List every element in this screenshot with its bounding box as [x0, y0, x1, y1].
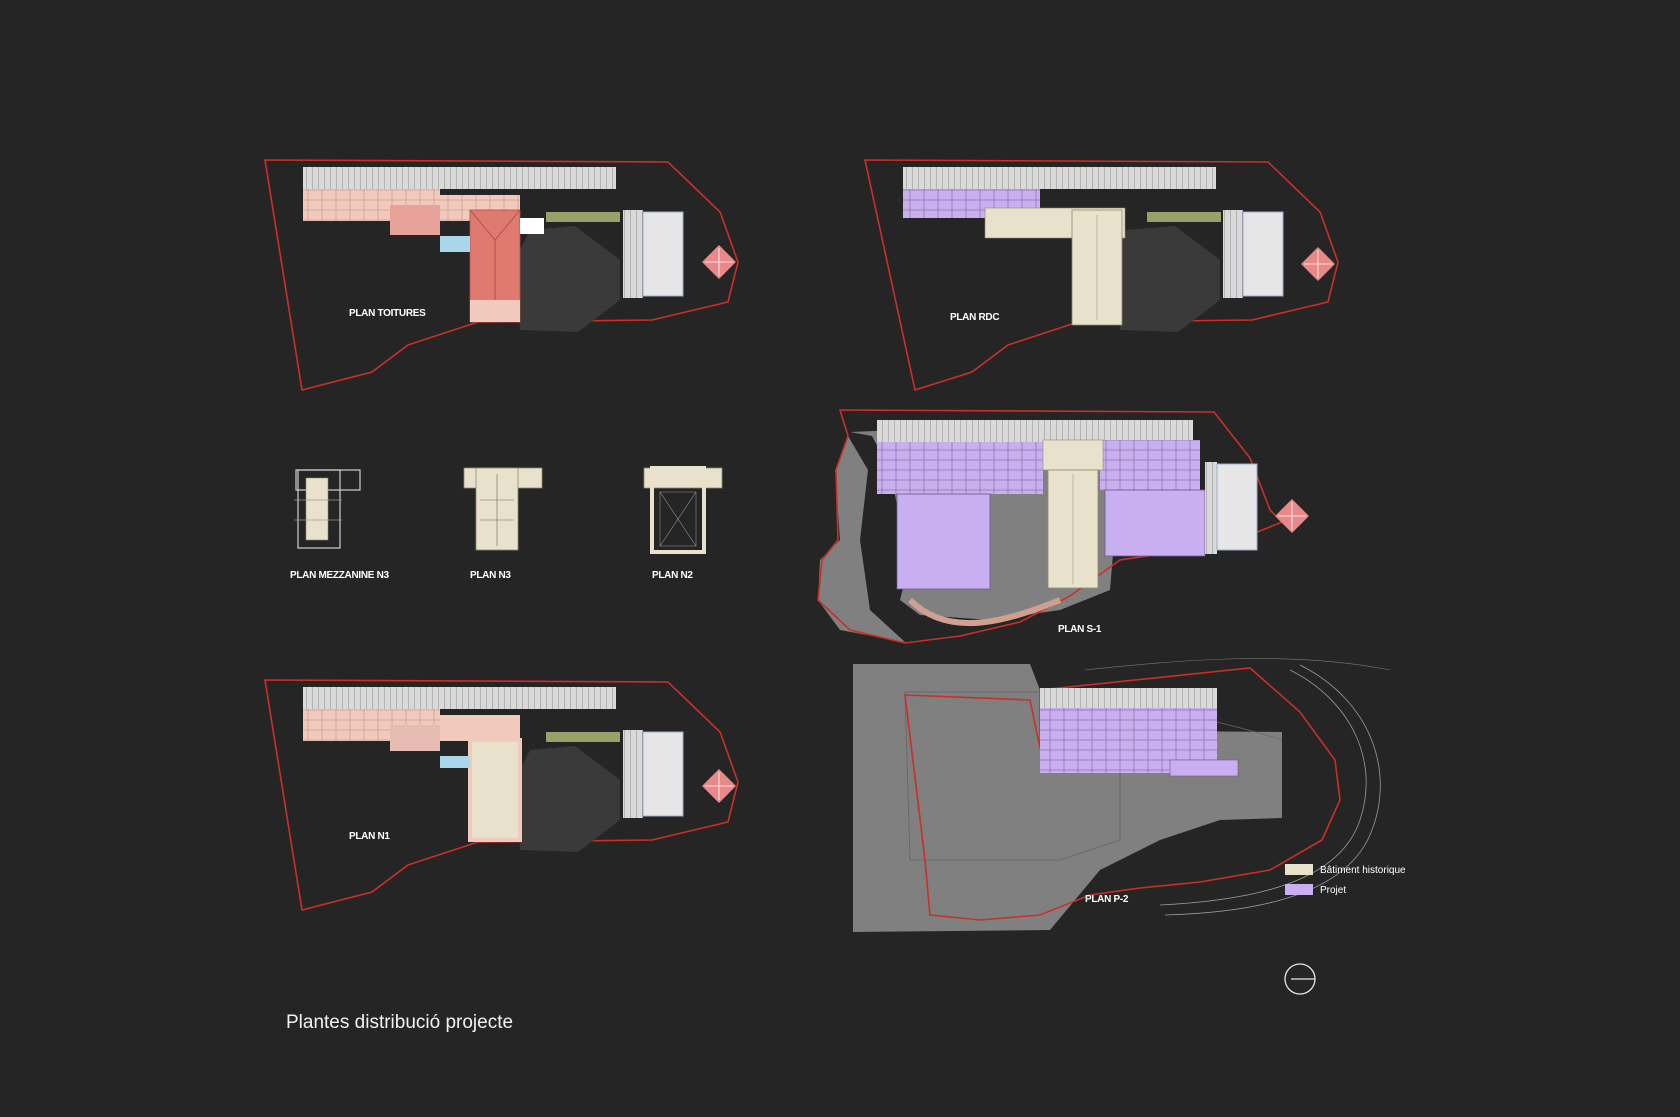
diamond-marker-icon	[1301, 247, 1335, 281]
project-hall-west	[896, 493, 991, 590]
site-boundary	[817, 409, 1284, 644]
plan-label-rdc: PLAN RDC	[950, 312, 999, 323]
sheet-title: Plantes distribució projecte	[286, 1012, 514, 1033]
plan-p2: PLAN P-2	[853, 658, 1391, 932]
annex-block	[642, 731, 684, 817]
site-boundary	[264, 159, 739, 391]
access-ramp	[907, 597, 1062, 627]
terrace-strip	[303, 687, 616, 709]
terrace-strip	[877, 420, 1193, 442]
terrace-strip	[1040, 688, 1217, 708]
diamond-marker-icon	[702, 769, 736, 803]
legend-label-projet: Projet	[1320, 885, 1346, 896]
plan-n2: PLAN N2	[643, 466, 723, 581]
annex-building	[1223, 210, 1243, 298]
building-shadow	[515, 746, 620, 852]
legend-swatch-projet	[1285, 884, 1313, 895]
diamond-marker-icon	[1275, 499, 1309, 533]
plan-toitures: PLAN TOITURES	[264, 159, 739, 391]
plan-label-mezzanine-n3: PLAN MEZZANINE N3	[290, 570, 390, 581]
roof-central	[390, 205, 440, 235]
legend-swatch-historic	[1285, 864, 1313, 875]
terrace-strip	[903, 167, 1216, 189]
plan-n1: PLAN N1	[264, 679, 739, 911]
building-shadow	[1115, 226, 1220, 332]
terrace-link	[440, 715, 520, 741]
terrain	[853, 664, 1282, 932]
annex-block	[1242, 211, 1284, 297]
north-arrow-icon	[1284, 963, 1316, 995]
site-boundary	[264, 679, 739, 911]
building-shadow	[515, 226, 620, 332]
annex-building	[623, 730, 643, 818]
plan-rdc: PLAN RDC	[864, 159, 1339, 392]
legend-label-historic: Bâtiment historique	[1320, 865, 1406, 876]
diamond-marker-icon	[702, 245, 736, 279]
plan-mezzanine-n3: PLAN MEZZANINE N3	[290, 469, 390, 581]
plan-s1: PLAN S-1	[817, 409, 1309, 644]
terrace-strip	[303, 167, 616, 189]
annex-building	[623, 210, 643, 298]
plan-label-n3: PLAN N3	[470, 570, 511, 581]
plan-label-n2: PLAN N2	[652, 570, 693, 581]
site-boundary	[864, 159, 1339, 392]
legend: Bâtiment historique Projet	[1285, 864, 1406, 896]
plan-label-s1: PLAN S-1	[1058, 624, 1102, 635]
historic-wing	[468, 738, 522, 842]
project-hall-east	[1104, 489, 1206, 557]
historic-core	[1042, 439, 1104, 471]
plan-label-p2: PLAN P-2	[1085, 894, 1129, 905]
plan-n3: PLAN N3	[463, 467, 543, 581]
plan-label-toitures: PLAN TOITURES	[349, 308, 426, 319]
plan-label-n1: PLAN N1	[349, 831, 390, 842]
annex-block	[1216, 463, 1258, 551]
annex-block	[642, 211, 684, 297]
